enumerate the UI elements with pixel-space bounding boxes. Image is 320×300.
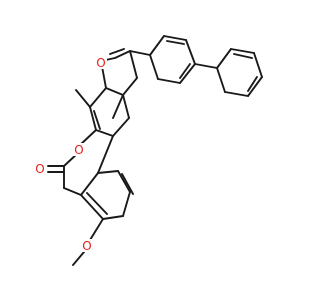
bond [224,91,249,97]
bond [149,35,165,56]
bond [95,129,114,137]
bond [194,63,218,69]
bond-layer [47,35,263,266]
bond [112,117,130,137]
bond [122,77,138,96]
atom-label-o-methoxy: O [82,239,91,253]
bond [117,170,131,193]
atom-label-o-lactone-ring: O [74,143,83,157]
bond [122,94,130,119]
bond [163,35,187,41]
bond [75,89,91,108]
bond [93,110,101,130]
label-background [34,162,46,175]
bond [80,172,99,196]
bond [114,50,131,59]
bond [102,215,124,220]
bond [129,50,138,79]
molecule-structure-diagram: O O O O [34,35,263,266]
bond [121,173,134,195]
bond [230,48,255,54]
bond [216,48,232,69]
bond [79,129,97,146]
bond [166,40,185,45]
bond [105,87,124,96]
bond [149,54,159,80]
bond [179,63,191,79]
bond [89,218,104,241]
atom-label-layer: O O O O [34,56,107,253]
bond [80,194,104,220]
bond [89,87,107,108]
bond [233,53,253,59]
bond [122,191,131,217]
atom-label-o-furan: O [96,56,105,70]
bond [72,251,85,266]
bond [253,52,263,78]
bond [185,39,196,65]
bond [86,192,108,215]
bond [157,78,181,84]
bond [129,50,151,56]
label-background [81,239,93,252]
bond [97,170,119,174]
bond [112,94,124,119]
bond [109,48,125,55]
bond [97,135,114,174]
bond [179,63,196,84]
label-background [95,56,107,69]
bond [89,106,97,131]
bond [216,67,226,93]
bond [63,187,82,196]
label-background [73,143,85,156]
bond [247,76,258,92]
atom-label-o-carbonyl: O [35,162,44,176]
bond [247,76,263,97]
